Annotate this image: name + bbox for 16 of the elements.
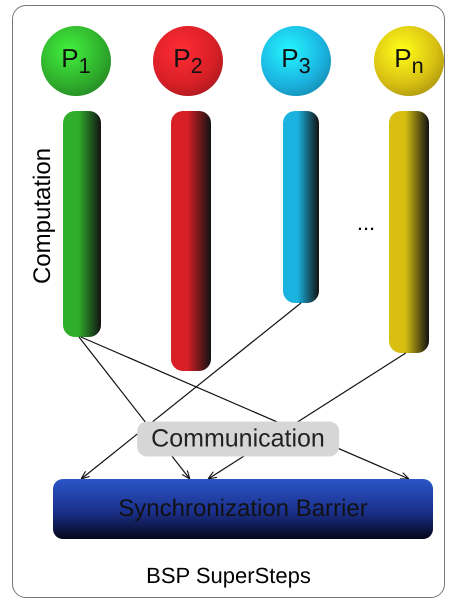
frame-panel [12, 5, 445, 598]
barrier-label: Synchronization Barrier [118, 495, 368, 523]
computation-bar [389, 111, 429, 353]
axis-label: Computation [29, 148, 57, 284]
processor-label: P$_{1}$ [61, 42, 91, 80]
frame-title: BSP SuperSteps [146, 563, 311, 589]
communication-band: Communication [137, 422, 339, 456]
ellipsis: ... [356, 210, 376, 236]
processor-label: P$_{2}$ [173, 42, 203, 80]
processor-label: P$_{n}$ [394, 42, 424, 80]
barrier-bar [53, 479, 433, 539]
arrow [80, 302, 302, 480]
computation-bar [171, 111, 211, 371]
computation-bar [283, 111, 319, 303]
computation-bar [63, 111, 101, 337]
processor-label: P$_{3}$ [281, 42, 311, 80]
